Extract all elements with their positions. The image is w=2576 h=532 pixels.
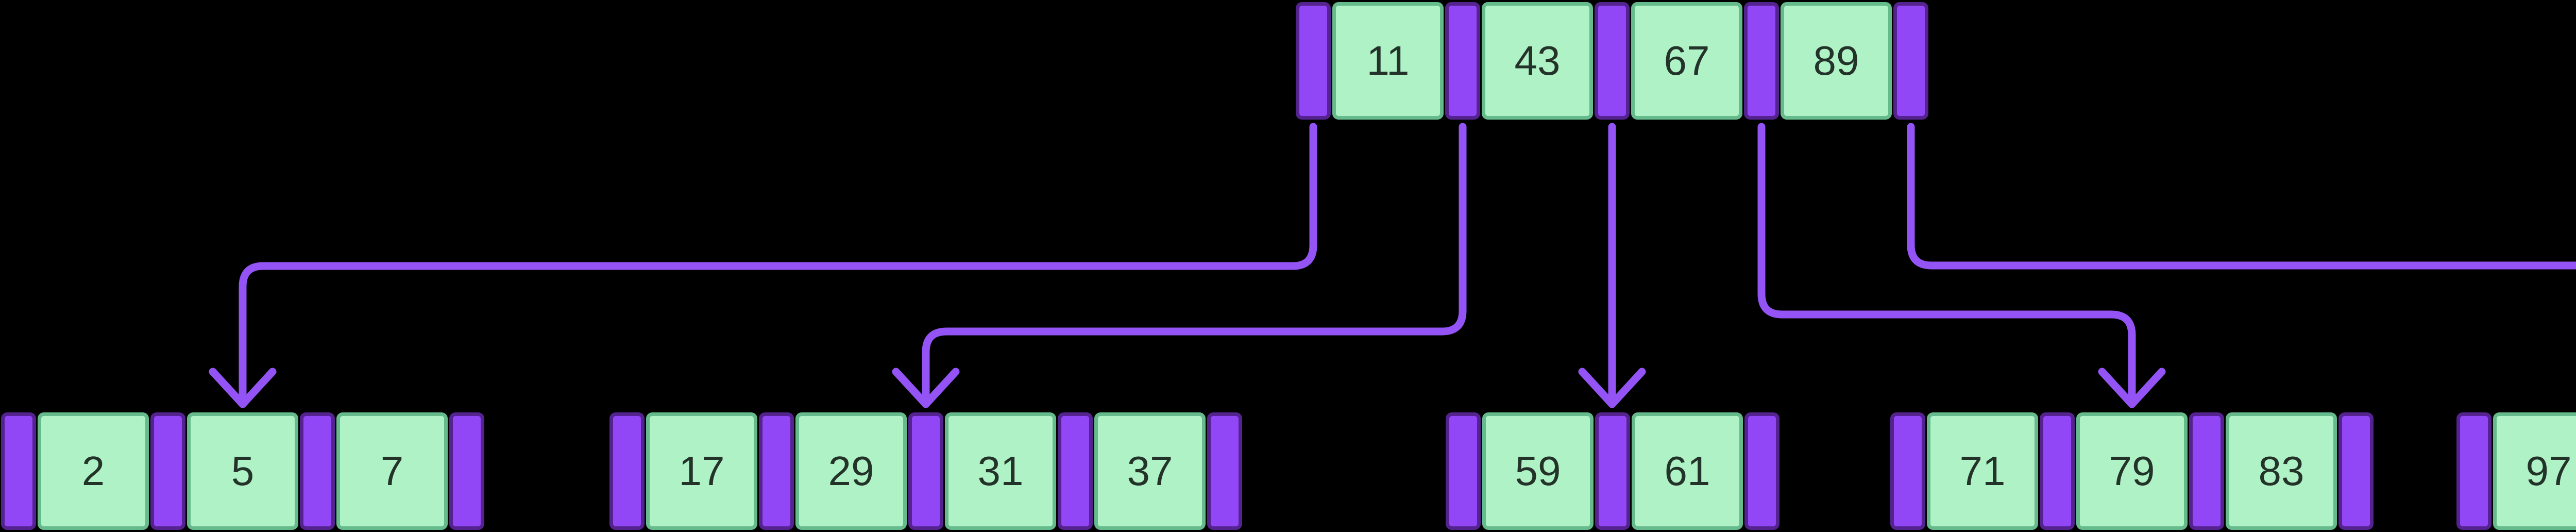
edge-root-child-5 <box>1907 123 2576 270</box>
edge-root-child-1-arrowhead-icon <box>209 368 277 408</box>
key-cell: 79 <box>2076 412 2188 530</box>
pointer-cell <box>908 412 943 530</box>
btree-node-child-4: 71 79 83 <box>1890 412 2374 530</box>
edge-root-child-2-arrowhead-icon <box>892 368 960 408</box>
pointer-cell <box>1207 412 1242 530</box>
edge-root-child-4 <box>1757 123 2136 408</box>
pointer-cell <box>609 412 645 530</box>
pointer-cell <box>1595 412 1630 530</box>
pointer-cell <box>1893 2 1928 120</box>
btree-node-child-2: 17 29 31 37 <box>609 412 1242 530</box>
key-cell: 29 <box>795 412 907 530</box>
pointer-cell <box>2040 412 2075 530</box>
key-cell: 71 <box>1927 412 2038 530</box>
btree-node-root: 11 43 67 89 <box>1296 2 1928 120</box>
pointer-cell <box>2338 412 2374 530</box>
pointer-cell <box>449 412 484 530</box>
pointer-cell <box>1744 412 1780 530</box>
key-cell: 7 <box>336 412 448 530</box>
key-cell: 5 <box>187 412 298 530</box>
pointer-cell <box>2189 412 2224 530</box>
edge-root-child-4-arrowhead-icon <box>2098 368 2166 408</box>
key-cell: 11 <box>1332 2 1444 120</box>
edge-root-child-3-arrowhead-icon <box>1578 368 1646 408</box>
key-cell: 83 <box>2226 412 2337 530</box>
key-cell: 89 <box>1781 2 1892 120</box>
btree-node-child-5: 97 107 <box>2456 412 2576 530</box>
pointer-cell <box>1890 412 1925 530</box>
key-cell: 37 <box>1094 412 1206 530</box>
btree-node-child-1: 2 5 7 <box>1 412 484 530</box>
key-cell: 43 <box>1482 2 1593 120</box>
btree-node-child-3: 59 61 <box>1446 412 1780 530</box>
key-cell: 2 <box>38 412 149 530</box>
edge-root-child-1 <box>239 123 1317 408</box>
pointer-cell <box>300 412 335 530</box>
key-cell: 31 <box>945 412 1056 530</box>
key-cell: 59 <box>1482 412 1594 530</box>
key-cell: 97 <box>2493 412 2576 530</box>
pointer-cell <box>1445 2 1480 120</box>
key-cell: 17 <box>646 412 757 530</box>
key-cell: 67 <box>1631 2 1742 120</box>
pointer-cell <box>2456 412 2492 530</box>
pointer-cell <box>150 412 185 530</box>
pointer-cell <box>1058 412 1093 530</box>
pointer-cell <box>1595 2 1630 120</box>
key-cell: 61 <box>1632 412 1743 530</box>
pointer-cell <box>1446 412 1481 530</box>
pointer-cell <box>1296 2 1331 120</box>
pointer-cell <box>1 412 36 530</box>
pointer-cell <box>1744 2 1779 120</box>
edge-root-child-2 <box>922 123 1467 408</box>
pointer-cell <box>759 412 794 530</box>
